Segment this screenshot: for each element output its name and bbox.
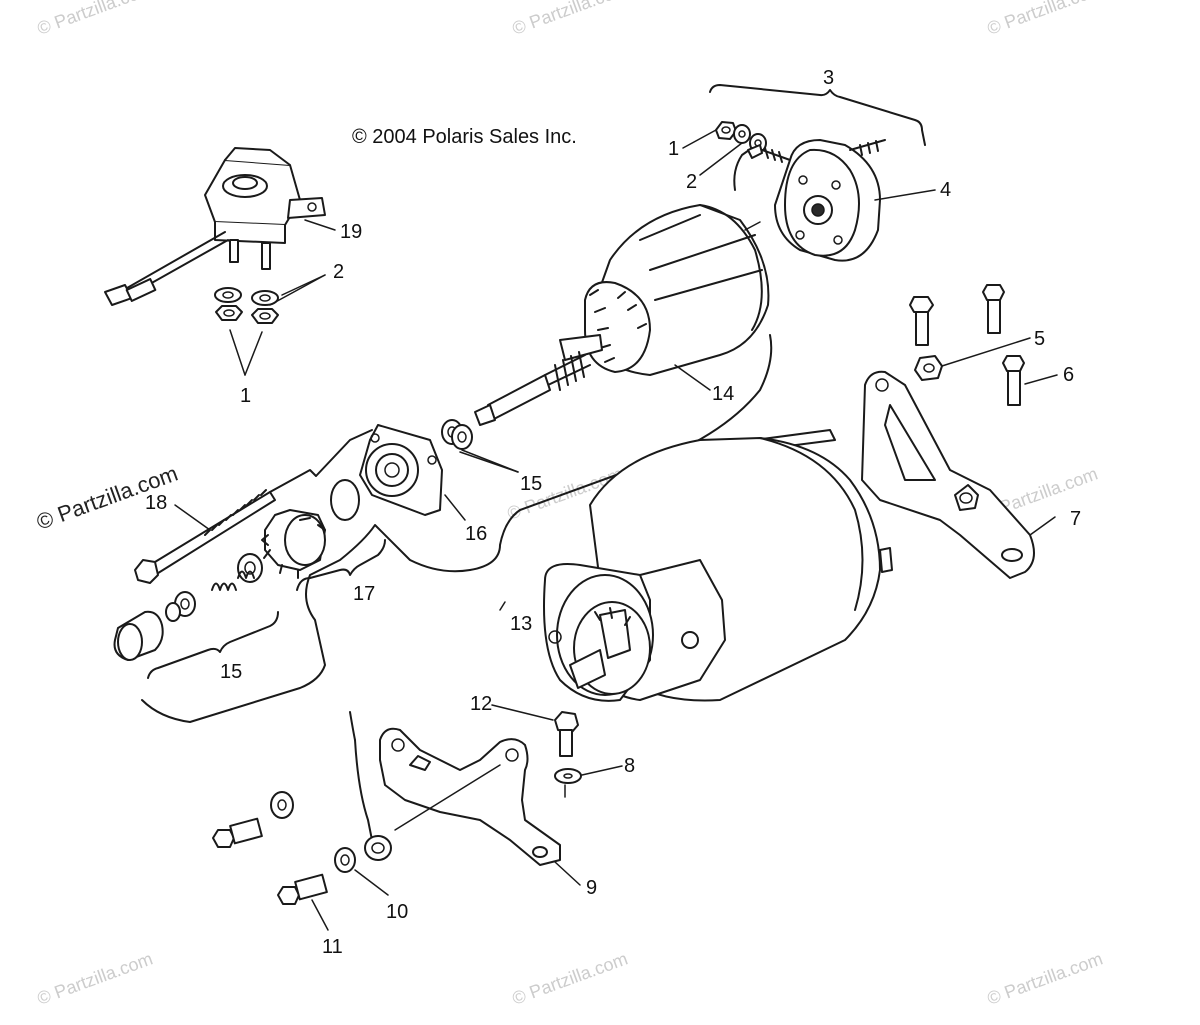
- part-16-end-plate: [359, 424, 443, 516]
- watermark: © Partzilla.com: [985, 948, 1106, 1008]
- callout-1: 1: [668, 138, 679, 160]
- callout-11: 11: [322, 936, 343, 958]
- callout-12: 12: [470, 693, 492, 715]
- callout-13: 13: [510, 613, 532, 635]
- callout-4: 4: [940, 179, 951, 201]
- watermark: © Partzilla.com: [510, 0, 631, 39]
- callout-8: 8: [624, 755, 635, 777]
- callout-3: 3: [823, 67, 834, 89]
- watermark: © Partzilla.com: [35, 0, 156, 39]
- callout-6: 6: [1063, 364, 1074, 386]
- callout-19: 19: [340, 221, 362, 243]
- callout-14: 14: [712, 383, 734, 405]
- callout-5: 5: [1034, 328, 1045, 350]
- copyright-text: © 2004 Polaris Sales Inc.: [352, 126, 577, 148]
- callout-labels: 1 2 3 4 5 6 7 8 9 10 11 12 13 14 15 15 1…: [145, 67, 1081, 958]
- part-15-lower-hardware: [113, 553, 263, 661]
- callout-2: 2: [686, 171, 697, 193]
- callout-15: 15: [220, 661, 242, 683]
- callout-18: 18: [145, 492, 167, 514]
- part-18-bolt: [134, 489, 276, 584]
- callout-15: 15: [520, 473, 542, 495]
- part-5-nut: [914, 355, 943, 381]
- part-8-washer: [554, 768, 582, 784]
- callout-1: 1: [240, 385, 251, 407]
- callout-17: 17: [353, 583, 375, 605]
- part-3-end-cap-assembly: [709, 84, 926, 262]
- callout-16: 16: [465, 523, 487, 545]
- part-11-bolts: [212, 817, 328, 905]
- watermark: © Partzilla.com: [510, 948, 631, 1008]
- part-12-bolt: [554, 711, 579, 757]
- watermark: © Partzilla.com: [35, 948, 156, 1008]
- part-6-bolts: [909, 284, 1025, 406]
- callout-10: 10: [386, 901, 408, 923]
- callout-7: 7: [1070, 508, 1081, 530]
- part-13-starter-motor: [543, 429, 893, 702]
- part-9-bracket: [379, 727, 561, 866]
- callout-2: 2: [333, 261, 344, 283]
- part-19-solenoid: [104, 147, 326, 306]
- callout-9: 9: [586, 877, 597, 899]
- part-14-armature: [474, 204, 770, 426]
- washers-left: [214, 287, 279, 324]
- watermark: © Partzilla.com: [985, 0, 1106, 39]
- part-17-pinion: [261, 479, 360, 579]
- part-10-washers: [270, 791, 356, 873]
- washers-15-upper: [441, 419, 473, 450]
